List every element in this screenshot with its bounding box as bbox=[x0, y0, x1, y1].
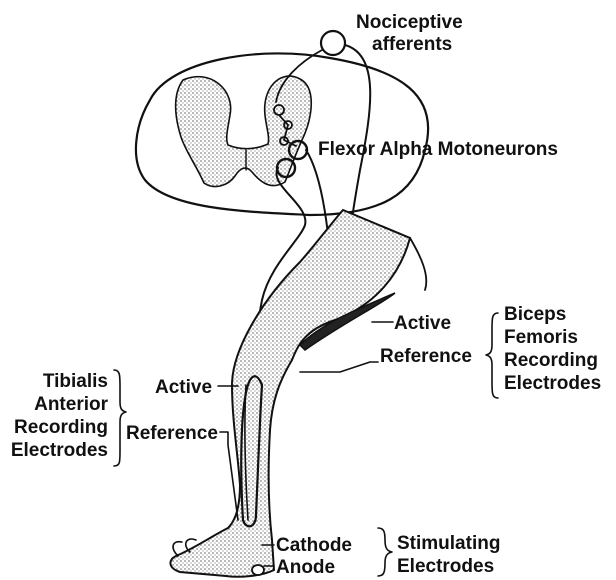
biceps-active-label: Active bbox=[394, 313, 451, 334]
nociceptive-label-line1: Nociceptive bbox=[356, 12, 463, 33]
biceps-group-label-4: Electrodes bbox=[504, 373, 601, 394]
biceps-group-label-1: Biceps bbox=[504, 304, 566, 325]
dorsal-root-ganglion-cell bbox=[321, 31, 345, 55]
stimulating-group-label-2: Electrodes bbox=[397, 556, 494, 577]
gray-matter bbox=[176, 76, 312, 186]
biceps-reference-label: Reference bbox=[380, 346, 472, 367]
stimulating-group-label-1: Stimulating bbox=[397, 533, 500, 554]
biceps-reference-leader bbox=[300, 362, 378, 372]
biceps-group-label-2: Femoris bbox=[504, 327, 578, 348]
biceps-group-label-3: Recording bbox=[504, 350, 598, 371]
spinal-cord-section bbox=[136, 53, 428, 215]
tibialis-active-label: Active bbox=[155, 377, 212, 398]
tibialis-reference-label: Reference bbox=[126, 423, 218, 444]
nociceptive-label-line2: afferents bbox=[372, 34, 452, 55]
biceps-brace bbox=[486, 313, 498, 398]
tibialis-group-label-4: Electrodes bbox=[11, 440, 108, 461]
cathode-label: Cathode bbox=[276, 535, 352, 556]
tibialis-brace bbox=[114, 370, 126, 466]
tibialis-group-label-2: Anterior bbox=[34, 394, 109, 415]
thigh-back-edge bbox=[410, 238, 426, 290]
tibialis-group-label-3: Recording bbox=[14, 417, 108, 438]
anode-label: Anode bbox=[276, 557, 335, 578]
tibialis-group-label-1: Tibialis bbox=[43, 371, 108, 392]
flexor-motoneurons-label: Flexor Alpha Motoneurons bbox=[318, 139, 558, 160]
stimulating-brace bbox=[378, 528, 392, 576]
anode-pad bbox=[252, 565, 264, 575]
